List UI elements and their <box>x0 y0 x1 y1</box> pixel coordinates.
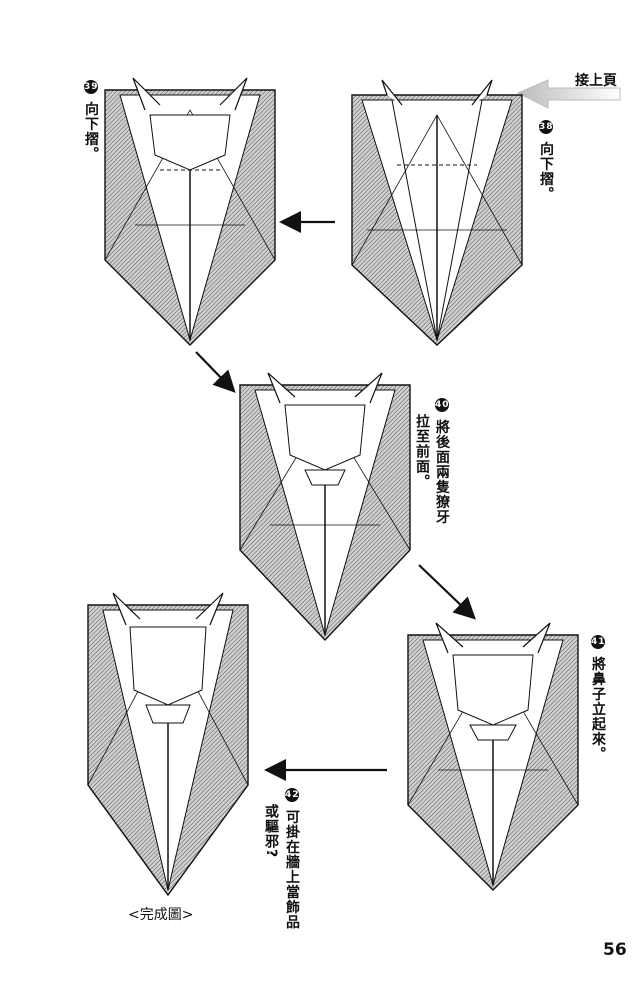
step-39-caption: 39 向下摺。 <box>82 80 100 162</box>
step-42-number: 42 <box>285 788 300 802</box>
step-40-number: 40 <box>435 398 450 412</box>
page-number: 56 <box>603 940 627 960</box>
step-42-caption-line1: 42 可掛在牆上當飾品 <box>283 788 301 930</box>
step-40-text-line2: 拉至前面。 <box>414 414 430 489</box>
model-final <box>87 592 249 897</box>
step-38-text: 向下摺。 <box>538 141 554 202</box>
step-41-text: 將鼻子立起來。 <box>590 656 606 762</box>
step-38-number: 38 <box>539 120 554 134</box>
step-38-caption: 38 向下摺。 <box>537 120 555 202</box>
step-39-text: 向下摺。 <box>83 101 99 162</box>
continue-label: 接上頁 <box>575 73 617 89</box>
continue-arrow <box>516 79 621 109</box>
step-40-text-line1: 將後面兩隻獠牙 <box>434 419 450 525</box>
step-42-caption-line2: 或驅邪? <box>262 804 280 858</box>
step-39-number: 39 <box>84 80 99 94</box>
step-41-number: 41 <box>591 635 606 649</box>
model-step-39 <box>104 77 276 346</box>
final-caption: <完成圖> <box>128 907 194 923</box>
step-42-text-line2: 或驅邪? <box>263 804 279 859</box>
model-step-38 <box>351 79 523 346</box>
sequence-arrows <box>195 211 476 781</box>
model-step-41 <box>407 622 579 891</box>
step-42-text-line1: 可掛在牆上當飾品 <box>284 809 300 930</box>
model-step-40 <box>239 372 411 642</box>
step-41-caption: 41 將鼻子立起來。 <box>589 635 607 762</box>
step-40-caption-line2: 拉至前面。 <box>413 414 431 489</box>
step-40-caption-line1: 40 將後面兩隻獠牙 <box>433 398 451 525</box>
